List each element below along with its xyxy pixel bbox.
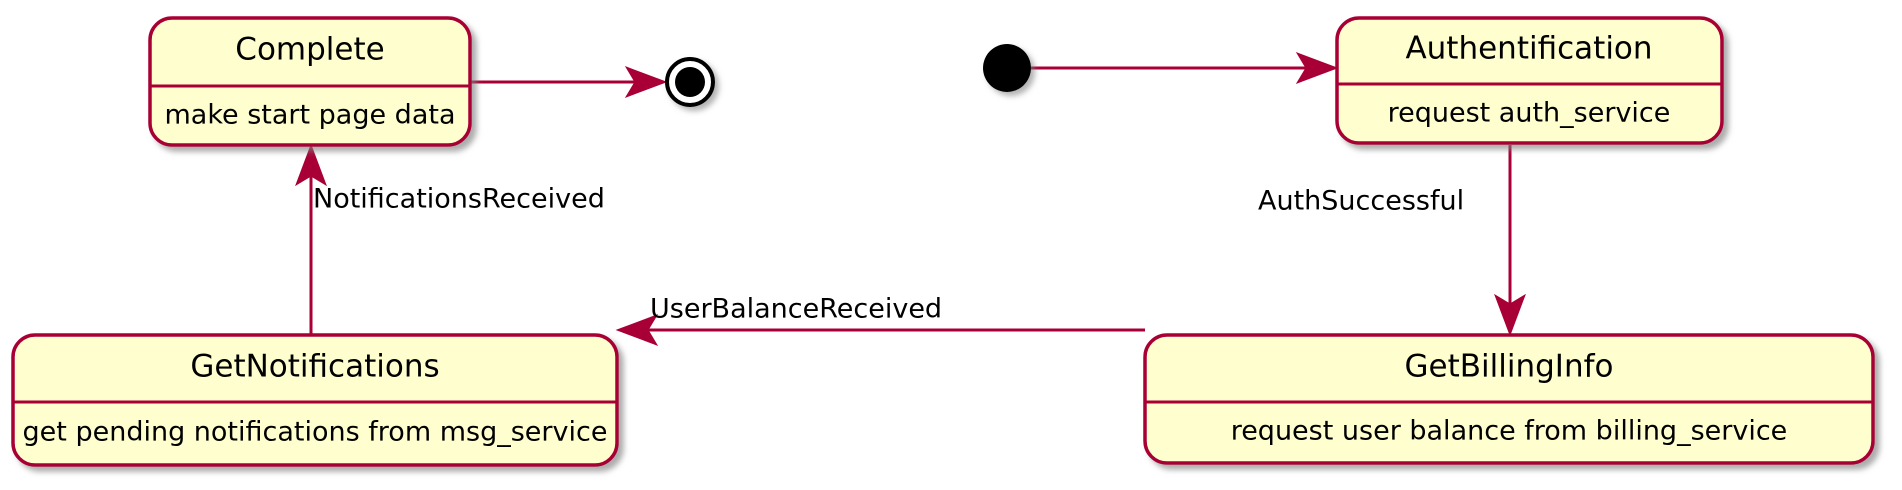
transition-authentification-to-getbillinginfo: AuthSuccessful <box>1258 145 1526 337</box>
transition-label-notificationsreceived: NotificationsReceived <box>313 184 605 215</box>
state-box[interactable] <box>148 16 472 147</box>
state-get-billing-info[interactable] <box>1143 333 1875 465</box>
transition-complete-to-final <box>470 66 668 98</box>
state-get-notifications[interactable] <box>11 333 619 467</box>
transition-label-userbalancereceived: UserBalanceReceived <box>650 294 942 325</box>
state-authentification-body: request auth_service <box>1388 98 1671 129</box>
state-box[interactable] <box>11 333 619 467</box>
initial-state-circle[interactable] <box>983 44 1031 92</box>
state-complete[interactable] <box>148 16 472 147</box>
arrowhead-icon <box>1494 293 1526 337</box>
state-get-notifications-title: GetNotifications <box>190 349 439 385</box>
transition-start-to-authentification <box>1030 52 1339 84</box>
transition-getbillinginfo-to-getnotifications: UserBalanceReceived <box>615 294 1145 346</box>
state-get-billing-info-title: GetBillingInfo <box>1405 349 1614 385</box>
final-state-inner-dot <box>675 67 705 97</box>
arrowhead-icon <box>624 66 668 98</box>
state-complete-title: Complete <box>235 32 384 68</box>
arrowhead-icon <box>1295 52 1339 84</box>
transition-getnotifications-to-complete: NotificationsReceived <box>295 143 605 335</box>
arrowhead-icon <box>615 314 659 346</box>
state-get-billing-info-body: request user balance from billing_servic… <box>1231 416 1788 447</box>
state-box[interactable] <box>1143 333 1875 465</box>
initial-state-node-icon[interactable] <box>983 44 1031 92</box>
state-authentification-title: Authentification <box>1405 31 1652 67</box>
state-authentification[interactable] <box>1335 16 1724 145</box>
state-box[interactable] <box>1335 16 1724 145</box>
state-get-notifications-body: get pending notifications from msg_servi… <box>23 417 608 448</box>
transition-label-authsuccessful: AuthSuccessful <box>1258 186 1464 217</box>
final-state-node-icon[interactable] <box>665 57 715 107</box>
state-complete-body: make start page data <box>164 100 455 131</box>
arrowhead-icon <box>295 143 327 187</box>
